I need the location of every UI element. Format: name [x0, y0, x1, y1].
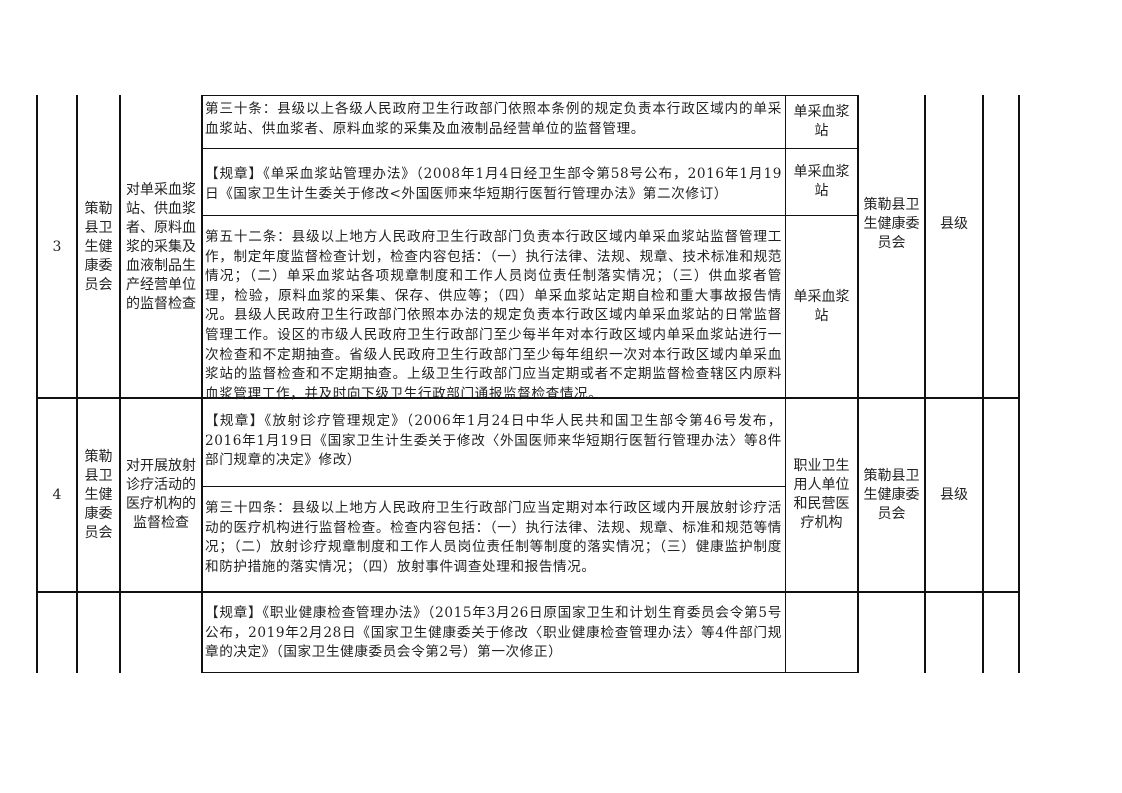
column-divider — [924, 95, 926, 673]
column-divider — [119, 95, 121, 673]
inspection-object-cell: 职业卫生用人单位和民营医疗机构 — [785, 397, 858, 593]
department-cell: 策勒县卫生健康委员会 — [84, 200, 113, 293]
inspection-item-cell: 对单采血浆站、供血浆者、原料血浆的采集及血液制品生产经营单位的监督检查 — [126, 181, 196, 312]
department-cell: 策勒县卫生健康委员会 — [84, 448, 113, 541]
column-divider — [201, 95, 203, 673]
legal-basis-cell: 第三十条：县级以上各级人民政府卫生行政部门依照本条例的规定负责本行政区域内的单采… — [201, 95, 786, 149]
legal-basis-cell: 第三十四条：县级以上地方人民政府卫生行政部门应当定期对本行政区域内开展放射诊疗活… — [201, 486, 786, 593]
row-divider — [36, 397, 1020, 399]
inspection-object-cell: 单采血浆站 — [785, 95, 858, 149]
subject-cell: 策勒县卫生健康委员会 — [863, 467, 920, 522]
legal-basis-cell: 【规章】《放射诊疗管理规定》（2006年1月24日中华人民共和国卫生部令第46号… — [201, 397, 786, 487]
inspection-object-cell — [785, 591, 858, 673]
column-divider — [982, 95, 984, 673]
legal-basis-cell: 【规章】《职业健康检查管理办法》（2015年3月26日原国家卫生和计划生育委员会… — [201, 591, 786, 673]
level-cell: 县级 — [940, 486, 968, 503]
table-border-left — [36, 95, 38, 673]
column-divider — [1018, 95, 1020, 673]
legal-basis-cell: 【规章】《单采血浆站管理办法》（2008年1月4日经卫生部令第58号公布，201… — [201, 148, 786, 216]
level-cell: 县级 — [940, 215, 968, 232]
row-number: 3 — [52, 238, 62, 255]
legal-basis-cell: 第五十二条：县级以上地方人民政府卫生行政部门负责本行政区域内单采血浆站监督管理工… — [201, 215, 786, 402]
column-divider — [76, 95, 78, 673]
inspection-item-cell: 对开展放射诊疗活动的医疗机构的监督检查 — [126, 458, 196, 531]
inspection-object-cell: 单采血浆站 — [785, 215, 858, 398]
inspection-object-cell: 单采血浆站 — [785, 148, 858, 216]
column-divider — [857, 95, 859, 673]
row-number: 4 — [52, 486, 62, 503]
subject-cell: 策勒县卫生健康委员会 — [863, 196, 920, 251]
